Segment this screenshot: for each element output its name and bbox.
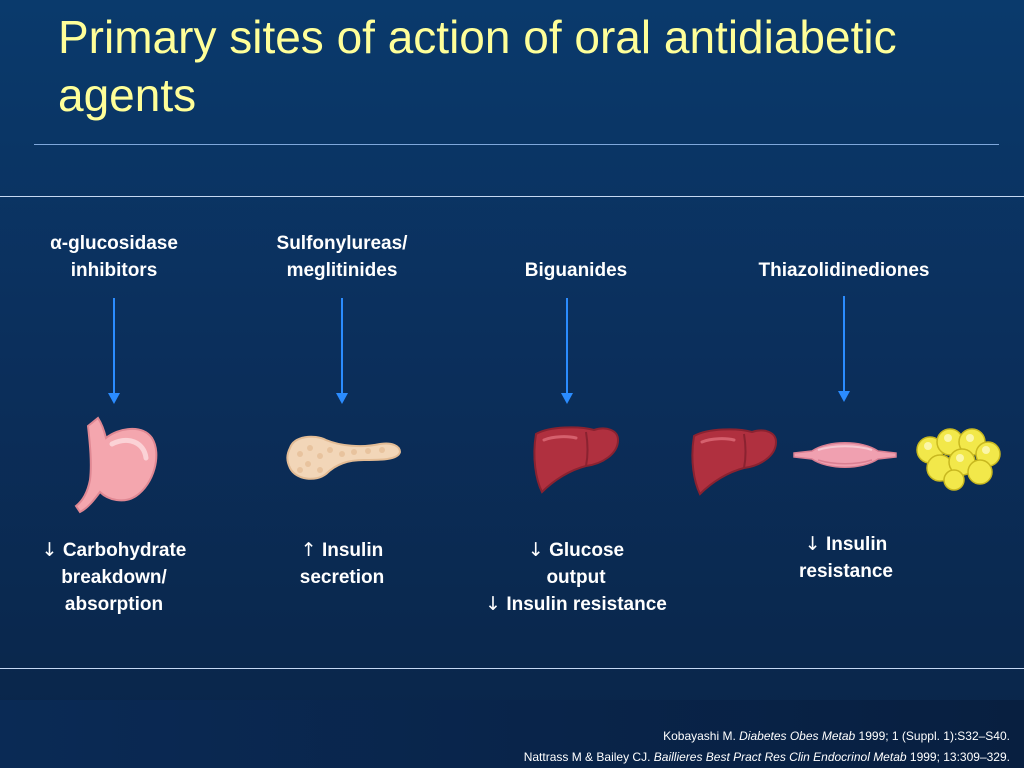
drug-class-biguanides: Biguanides [524, 260, 628, 281]
liver-icon [533, 426, 620, 494]
adipose-tissue-icon [916, 428, 1001, 491]
effect-glucose-output: ↓ Glucose output ↓ Insulin resistance [485, 539, 667, 615]
title-divider [34, 144, 999, 145]
arrow-down-icon [336, 298, 348, 404]
drug-class-thiazolidinediones: Thiazolidinediones [758, 260, 930, 281]
effect-insulin-resistance: ↓ Insulin resistance [798, 533, 893, 582]
muscle-icon [793, 442, 897, 468]
drug-class-sulfonylureas: Sulfonylureas/ meglitinides [276, 233, 408, 281]
footer-band [0, 700, 1024, 768]
content-bottom-divider [0, 668, 1024, 669]
reference-1: Kobayashi M. Diabetes Obes Metab 1999; 1… [663, 729, 1010, 743]
reference-2: Nattrass M & Bailey CJ. Baillieres Best … [523, 750, 1010, 764]
stomach-icon [74, 416, 158, 514]
arrow-down-icon [838, 296, 850, 402]
pancreas-icon [286, 435, 402, 480]
drug-class-alpha-glucosidase: α-glucosidase inhibitors [50, 233, 178, 281]
effect-carbohydrate-absorption: ↓ Carbohydrate breakdown/ absorption [41, 539, 187, 615]
slide-title: Primary sites of action of oral antidiab… [58, 11, 897, 121]
content-top-divider [0, 196, 1024, 197]
arrow-down-icon [561, 298, 573, 404]
arrow-down-icon [108, 298, 120, 404]
effect-insulin-secretion: ↑ Insulin secretion [299, 539, 385, 588]
liver-icon [691, 428, 778, 496]
references: Kobayashi M. Diabetes Obes Metab 1999; 1… [524, 726, 1010, 768]
